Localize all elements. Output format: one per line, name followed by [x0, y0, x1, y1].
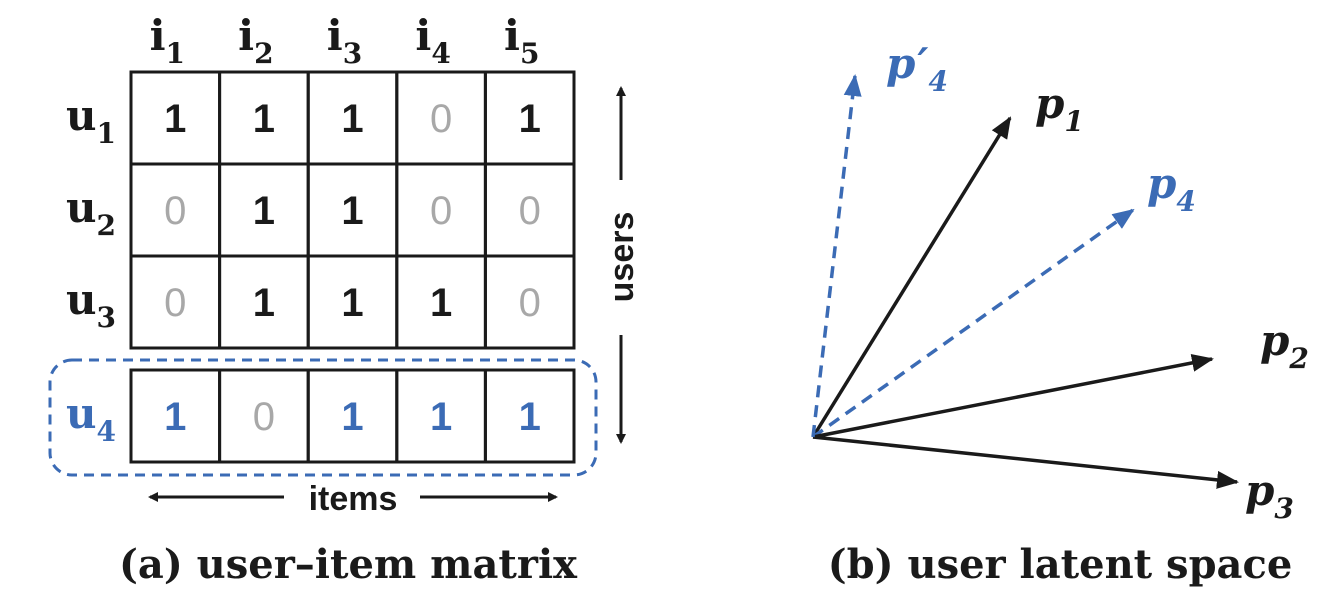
matrix-cell-value: 1 [253, 281, 275, 325]
matrix-cell-value: 1 [253, 97, 275, 141]
matrix-cell-value: 0 [164, 281, 186, 325]
matrix-cell-box [483, 368, 576, 464]
matrix-cell-value: 1 [519, 395, 541, 439]
row-header-u4: u4 [66, 389, 116, 448]
row-header-u4-subscript: 4 [97, 415, 116, 448]
matrix-cell-value: 1 [519, 97, 541, 141]
row-header-u2-subscript: 2 [97, 209, 116, 242]
row-header-u4-base: u [66, 389, 97, 438]
vector-p1-arrow [811, 116, 1012, 438]
matrix-cell-value: 0 [519, 189, 541, 233]
row-header-u3: u3 [66, 275, 116, 334]
matrix-cell-value: 1 [253, 189, 275, 233]
matrix-cell-value: 1 [341, 395, 363, 439]
col-header-i1: i1 [150, 11, 185, 70]
row-header-u2-base: u [66, 183, 97, 232]
col-header-i2-subscript: 2 [254, 37, 273, 70]
vector-p4-prime-arrow [811, 74, 862, 438]
matrix-cell-value: 1 [341, 281, 363, 325]
row-header-u1-subscript: 1 [97, 117, 116, 150]
vector-label-p3-base: p [1245, 466, 1274, 515]
matrix-cell-value: 0 [164, 189, 186, 233]
row-header-u3-subscript: 3 [97, 301, 116, 334]
matrix-cell-value: 1 [430, 395, 452, 439]
vector-label-p1: p1 [1035, 79, 1084, 138]
col-header-i5-subscript: 5 [520, 37, 539, 70]
vector-label-p4-prime-base: p [886, 39, 915, 88]
vector-label-p4-prime-prime: ′ [917, 39, 928, 88]
row-header-u3-base: u [66, 275, 97, 324]
matrix-cell-value: 0 [519, 281, 541, 325]
col-header-i5-base: i [504, 11, 520, 60]
u4-highlight-box [48, 358, 598, 477]
vector-label-p4-subscript: 4 [1176, 185, 1195, 218]
vector-label-p3: p3 [1245, 466, 1294, 525]
col-header-i5: i5 [504, 11, 539, 70]
items-label: items [309, 480, 398, 518]
vector-label-p2: p2 [1260, 316, 1309, 375]
vector-label-p4: p4 [1147, 159, 1196, 218]
col-header-i4-base: i [415, 11, 431, 60]
vector-p2-arrow [812, 354, 1214, 439]
vector-label-p4-prime-subscript: 4 [928, 65, 947, 98]
col-header-i4: i4 [415, 11, 450, 70]
col-header-i3-subscript: 3 [343, 37, 362, 70]
matrix-cell-value: 1 [164, 97, 186, 141]
matrix-cell-value: 0 [430, 189, 452, 233]
col-header-i1-subscript: 1 [166, 37, 185, 70]
matrix-cells: 1 1 1 0 1 0 1 1 0 0 0 1 1 1 0 1 0 1 1 1 [129, 70, 576, 464]
row-header-u1: u1 [66, 91, 116, 150]
col-header-i2: i2 [238, 11, 273, 70]
row-header-u1-base: u [66, 91, 97, 140]
vector-label-p2-subscript: 2 [1288, 342, 1308, 375]
vector-label-p4-base: p [1147, 159, 1176, 208]
users-axis: users [603, 86, 641, 444]
vector-p3-arrow [812, 435, 1239, 489]
col-header-i4-subscript: 4 [431, 37, 450, 70]
items-axis: items [148, 480, 558, 518]
col-header-i3: i3 [327, 11, 362, 70]
matrix-cell-value: 1 [341, 97, 363, 141]
matrix-cell-value: 0 [253, 395, 275, 439]
vector-label-p2-base: p [1260, 316, 1289, 365]
matrix-cell-value: 0 [430, 97, 452, 141]
vector-label-p3-subscript: 3 [1274, 492, 1293, 525]
vector-p4-arrow [811, 208, 1135, 439]
caption-b: (b) user latent space [828, 541, 1293, 588]
vector-label-p1-subscript: 1 [1064, 105, 1083, 138]
col-header-i1-base: i [150, 11, 166, 60]
matrix-cell-value: 1 [164, 395, 186, 439]
matrix-cell-value: 1 [430, 281, 452, 325]
users-label: users [603, 212, 641, 303]
caption-a: (a) user–item matrix [119, 541, 578, 588]
row-header-u2: u2 [66, 183, 116, 242]
col-header-i2-base: i [238, 11, 254, 60]
matrix-cell-value: 1 [341, 189, 363, 233]
vector-label-p1-base: p [1035, 79, 1064, 128]
vector-label-p4-prime: p′4 [886, 39, 948, 98]
matrix-cell-box [483, 254, 576, 350]
col-header-i3-base: i [327, 11, 343, 60]
